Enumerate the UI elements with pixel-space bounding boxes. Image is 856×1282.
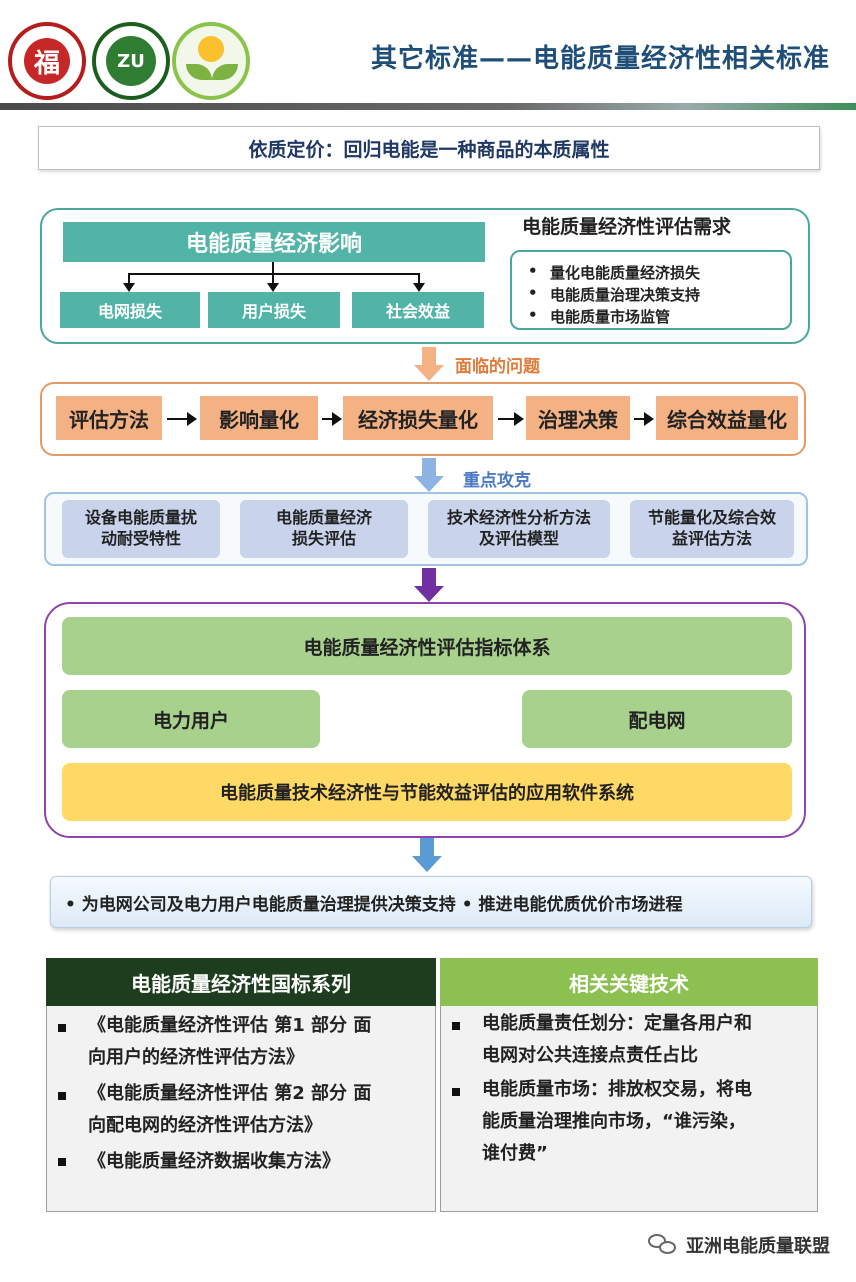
needs-item: 电能质量市场监管 bbox=[528, 306, 670, 327]
arrow-right-icon bbox=[634, 412, 654, 426]
arrow-down-icon bbox=[123, 283, 135, 292]
standard-item: 《电能质量经济数据收集方法》 bbox=[88, 1146, 340, 1178]
arrow-down-icon bbox=[267, 283, 279, 292]
arrow-right-icon bbox=[498, 412, 524, 426]
problem-step: 经济损失量化 bbox=[343, 396, 493, 440]
standard-item-line: 《电能质量经济性评估 第2 部分 面 bbox=[88, 1083, 372, 1104]
impact-item: 社会效益 bbox=[352, 292, 484, 328]
wechat-icon bbox=[648, 1234, 678, 1256]
connector-line bbox=[272, 262, 274, 274]
lightbulb-leaf-logo bbox=[172, 22, 250, 100]
problems-label: 面临的问题 bbox=[455, 357, 540, 377]
arrow-right-icon bbox=[167, 412, 197, 426]
focus-card-line: 节能量化及综合效 bbox=[647, 508, 776, 528]
key-tech-item-line: 谁付费” bbox=[482, 1143, 548, 1164]
focus-card-line: 电能质量经济 bbox=[275, 508, 372, 528]
focus-card: 设备电能质量扰动耐受特性 bbox=[62, 500, 220, 558]
needs-item-label: 量化电能质量经济损失 bbox=[550, 264, 701, 282]
down-arrow-icon bbox=[414, 568, 444, 604]
distribution-grid-box: 配电网 bbox=[522, 690, 792, 748]
bullet-square-icon bbox=[452, 1088, 460, 1096]
focus-label: 重点攻克 bbox=[463, 471, 531, 491]
power-user-box: 电力用户 bbox=[62, 690, 320, 748]
support-banner: • 为电网公司及电力用户电能质量治理提供决策支持 • 推进电能优质优价市场进程 bbox=[50, 876, 812, 928]
page-title: 其它标准——电能质量经济性相关标准 bbox=[370, 44, 830, 74]
focus-card-line: 及评估模型 bbox=[478, 529, 559, 548]
logo-character: 福 bbox=[24, 38, 70, 84]
key-tech-item: 电能质量责任划分：定量各用户和电网对公共连接点责任占比 bbox=[482, 1008, 752, 1072]
standard-item-line: 向用户的经济性评估方法》 bbox=[88, 1047, 304, 1068]
needs-title: 电能质量经济性评估需求 bbox=[522, 216, 732, 238]
bullet-square-icon bbox=[58, 1158, 66, 1166]
focus-card-line: 技术经济性分析方法 bbox=[446, 508, 591, 528]
bullet-square-icon bbox=[58, 1092, 66, 1100]
down-arrow-icon bbox=[414, 347, 444, 383]
header-divider bbox=[0, 103, 856, 110]
down-arrow-icon bbox=[414, 458, 444, 494]
standard-item-line: 《电能质量经济性评估 第1 部分 面 bbox=[88, 1015, 372, 1036]
connector-line bbox=[272, 273, 274, 285]
needs-item-label: 电能质量市场监管 bbox=[550, 308, 671, 326]
index-system-box: 电能质量经济性评估指标体系 bbox=[62, 617, 792, 675]
focus-card-line: 损失评估 bbox=[291, 529, 356, 548]
impact-title: 电能质量经济影响 bbox=[63, 222, 485, 262]
problem-step: 治理决策 bbox=[526, 396, 630, 440]
standard-item-line: 向配电网的经济性评估方法》 bbox=[88, 1115, 322, 1136]
standard-item: 《电能质量经济性评估 第1 部分 面向用户的经济性评估方法》 bbox=[88, 1010, 371, 1074]
subtitle-box: 依质定价：回归电能是一种商品的本质属性 bbox=[38, 126, 820, 170]
university-logo: 福 bbox=[8, 22, 86, 100]
arrow-right-icon bbox=[322, 412, 342, 426]
down-arrow-icon bbox=[412, 838, 442, 874]
leaf-icon bbox=[186, 64, 212, 80]
focus-card: 技术经济性分析方法及评估模型 bbox=[428, 500, 610, 558]
software-system-box: 电能质量技术经济性与节能效益评估的应用软件系统 bbox=[62, 763, 792, 821]
key-tech-item: 电能质量市场：排放权交易，将电能质量治理推向市场，“谁污染， 谁付费” bbox=[482, 1074, 752, 1170]
connector-line bbox=[128, 273, 420, 275]
key-tech-item-line: 能质量治理推向市场，“谁污染， bbox=[482, 1111, 746, 1132]
focus-card: 节能量化及综合效益评估方法 bbox=[630, 500, 794, 558]
key-tech-item-line: 电网对公共连接点责任占比 bbox=[482, 1045, 698, 1066]
lightbulb-icon bbox=[198, 36, 224, 62]
connector-line bbox=[418, 273, 420, 285]
focus-card-line: 益评估方法 bbox=[671, 529, 752, 548]
leaf-icon bbox=[212, 64, 238, 80]
impact-item: 用户损失 bbox=[208, 292, 340, 328]
key-tech-item-line: 电能质量责任划分：定量各用户和 bbox=[482, 1013, 752, 1034]
focus-card: 电能质量经济损失评估 bbox=[240, 500, 408, 558]
problem-step: 影响量化 bbox=[200, 396, 318, 440]
standard-item-line: 《电能质量经济数据收集方法》 bbox=[88, 1151, 340, 1172]
needs-item-label: 电能质量治理决策支持 bbox=[550, 286, 701, 304]
watermark: 亚洲电能质量联盟 bbox=[648, 1232, 830, 1258]
focus-card-line: 设备电能质量扰 bbox=[84, 508, 197, 528]
logo-character: ZU bbox=[106, 36, 156, 86]
impact-item: 电网损失 bbox=[60, 292, 200, 328]
bullet-square-icon bbox=[452, 1022, 460, 1030]
key-tech-item-line: 电能质量市场：排放权交易，将电 bbox=[482, 1079, 752, 1100]
institute-logo: ZU bbox=[92, 22, 170, 100]
focus-card-line: 动耐受特性 bbox=[100, 529, 181, 548]
bullet-square-icon bbox=[58, 1024, 66, 1032]
problem-step: 综合效益量化 bbox=[656, 396, 798, 440]
watermark-text: 亚洲电能质量联盟 bbox=[686, 1236, 830, 1257]
connector-line bbox=[128, 273, 130, 285]
standards-panel-title: 电能质量经济性国标系列 bbox=[46, 958, 436, 1006]
needs-item: 电能质量治理决策支持 bbox=[528, 284, 700, 305]
standard-item: 《电能质量经济性评估 第2 部分 面向配电网的经济性评估方法》 bbox=[88, 1078, 371, 1142]
problem-step: 评估方法 bbox=[56, 396, 162, 440]
arrow-down-icon bbox=[413, 283, 425, 292]
needs-item: 量化电能质量经济损失 bbox=[528, 262, 700, 283]
needs-list: 量化电能质量经济损失 电能质量治理决策支持 电能质量市场监管 bbox=[510, 250, 792, 330]
key-tech-panel-title: 相关关键技术 bbox=[440, 958, 818, 1006]
